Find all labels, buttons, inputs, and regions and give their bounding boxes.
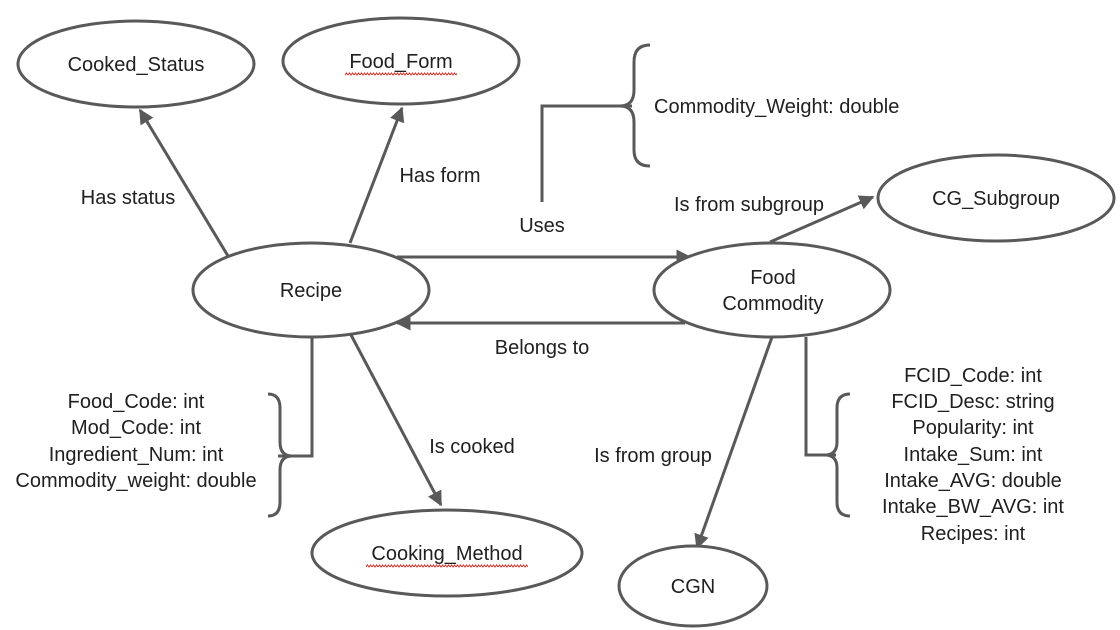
- edge-label-belongs-to: Belongs to: [495, 337, 590, 359]
- node-cgn-label: CGN: [671, 576, 715, 598]
- food-commodity-attribute-list: FCID_Code: int FCID_Desc: string Popular…: [882, 365, 1064, 545]
- recipe-attribute-2: Ingredient_Num: int: [49, 444, 224, 466]
- node-cgn: CGN: [617, 544, 769, 628]
- recipe-attribute-3: Commodity_weight: double: [15, 470, 256, 492]
- node-cooked-status: Cooked_Status: [16, 19, 256, 109]
- uses-attribute-brace: [619, 43, 651, 168]
- recipe-attribute-connector: [278, 337, 314, 458]
- node-recipe: Recipe: [191, 241, 431, 339]
- edge-is-cooked: [348, 332, 443, 507]
- node-cg-subgroup-label: CG_Subgroup: [932, 188, 1060, 210]
- uses-attribute-0: Commodity_Weight: double: [654, 96, 899, 118]
- node-food-commodity-label-line2: Commodity: [722, 293, 823, 315]
- spellcheck-underline: [366, 564, 528, 568]
- edge-label-is-from-group: Is from group: [594, 445, 712, 467]
- node-cooked-status-label: Cooked_Status: [68, 54, 205, 76]
- node-cooking-method-label: Cooking_Method: [371, 543, 522, 565]
- food-commodity-attribute-0: FCID_Code: int: [904, 365, 1042, 387]
- food-commodity-attribute-6: Recipes: int: [921, 523, 1026, 545]
- uses-attribute-connector: [540, 104, 632, 202]
- recipe-attribute-brace: [267, 392, 293, 518]
- food-commodity-attribute-connector: [804, 337, 836, 457]
- food-commodity-attribute-2: Popularity: int: [912, 417, 1034, 439]
- food-commodity-attribute-brace: [824, 392, 851, 518]
- edge-has-status: [138, 108, 230, 257]
- node-food-form: Food_Form: [281, 16, 521, 106]
- edge-has-form: [348, 106, 405, 244]
- recipe-attribute-1: Mod_Code: int: [71, 417, 202, 439]
- node-food-form-label: Food_Form: [349, 51, 452, 73]
- food-commodity-attribute-4: Intake_AVG: double: [884, 470, 1062, 492]
- recipe-attribute-list: Food_Code: int Mod_Code: int Ingredient_…: [15, 391, 256, 492]
- spellcheck-underline: [345, 72, 457, 76]
- food-commodity-attribute-3: Intake_Sum: int: [904, 444, 1043, 466]
- edge-label-is-from-subgroup: Is from subgroup: [674, 194, 824, 216]
- edge-is-from-group: [694, 336, 774, 550]
- node-cooking-method: Cooking_Method: [310, 508, 584, 598]
- edge-label-is-cooked: Is cooked: [429, 436, 515, 458]
- edge-label-uses: Uses: [519, 215, 565, 237]
- edge-label-has-form: Has form: [399, 165, 480, 187]
- node-cg-subgroup: CG_Subgroup: [876, 153, 1116, 243]
- node-food-commodity-label-line1: Food: [750, 267, 796, 289]
- node-recipe-label: Recipe: [280, 280, 342, 302]
- node-food-commodity: Food Commodity: [652, 241, 892, 339]
- food-commodity-attribute-1: FCID_Desc: string: [891, 391, 1054, 413]
- edge-label-has-status: Has status: [81, 187, 175, 209]
- edge-is-from-subgroup: [769, 195, 875, 244]
- recipe-attribute-0: Food_Code: int: [68, 391, 205, 413]
- food-commodity-attribute-5: Intake_BW_AVG: int: [882, 496, 1064, 518]
